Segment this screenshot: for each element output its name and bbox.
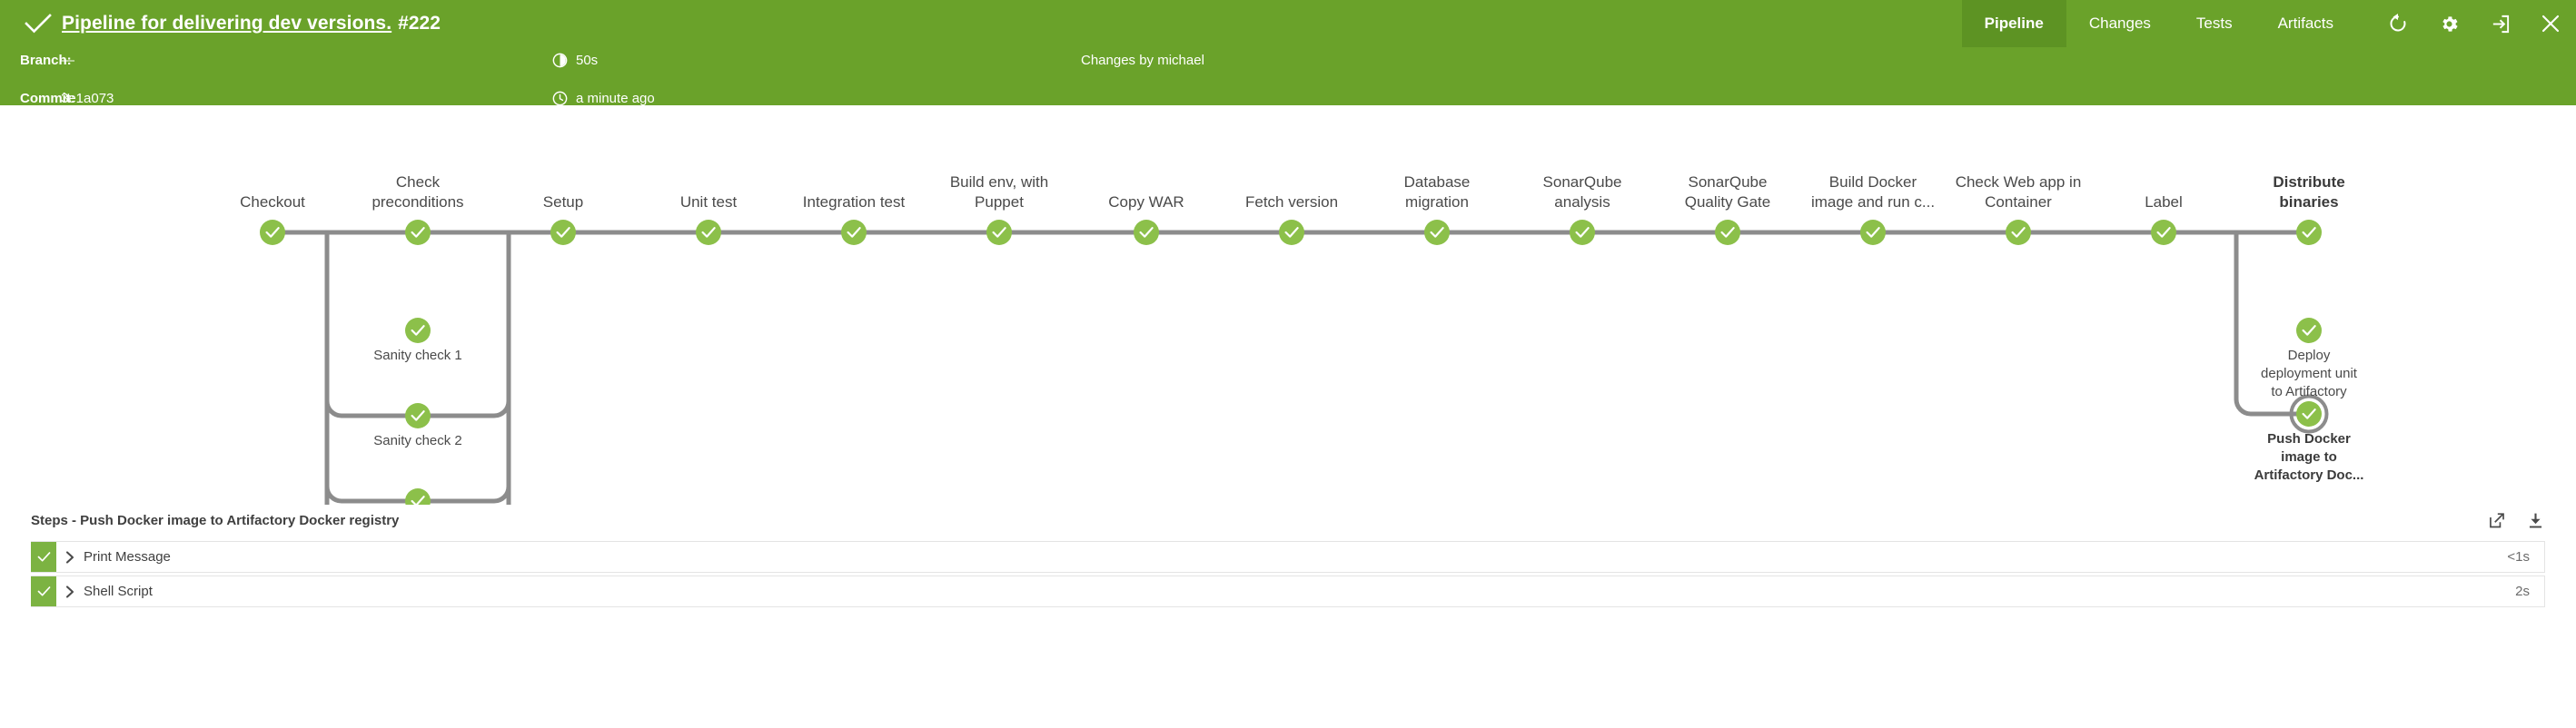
step-expand-chevron-icon[interactable] <box>56 542 84 572</box>
stage-label-3[interactable]: Unit test <box>679 193 738 211</box>
step-row[interactable]: Print Message <1s <box>31 541 2545 573</box>
close-icon[interactable] <box>2525 0 2576 47</box>
pipeline-node-branch-5[interactable] <box>2289 394 2329 434</box>
pipeline-node-stage-10[interactable] <box>1715 220 1740 245</box>
steps-header: Steps - Push Docker image to Artifactory… <box>31 505 2545 536</box>
meta-row-commit: Commit: 3e1a073 a minute ago <box>0 87 2576 109</box>
pipeline-node-stage-4[interactable] <box>841 220 867 245</box>
stage-label-14[interactable]: Distribute binaries <box>2273 173 2345 212</box>
clock-icon <box>552 91 568 106</box>
pipeline-node-branch-4[interactable] <box>2296 318 2322 343</box>
stage-label-5[interactable]: Build env, with Puppet <box>949 173 1049 212</box>
pipeline-node-stage-0[interactable] <box>260 220 285 245</box>
stage-label-2[interactable]: Setup <box>542 193 584 211</box>
step-duration: 2s <box>2515 584 2530 599</box>
pipeline-node-stage-12[interactable] <box>2006 220 2031 245</box>
pipeline-node-stage-11[interactable] <box>1860 220 1886 245</box>
run-status-check-icon <box>20 5 56 42</box>
run-title-link[interactable]: Pipeline for delivering dev versions. <box>62 13 392 34</box>
stage-label-8[interactable]: Database migration <box>1403 173 1471 212</box>
logout-icon[interactable] <box>2474 0 2525 47</box>
tab-pipeline[interactable]: Pipeline <box>1961 0 2066 47</box>
steps-actions <box>2487 511 2545 530</box>
stage-label-7[interactable]: Fetch version <box>1244 193 1339 211</box>
run-nav: Pipeline Changes Tests Artifacts <box>1961 0 2576 47</box>
pipeline-node-stage-14[interactable] <box>2296 220 2322 245</box>
step-row[interactable]: Shell Script 2s <box>31 576 2545 607</box>
replay-icon[interactable] <box>2373 0 2423 47</box>
download-logs-icon[interactable] <box>2526 511 2545 530</box>
steps-title: Steps - Push Docker image to Artifactory… <box>31 512 400 528</box>
stage-label-6[interactable]: Copy WAR <box>1108 193 1184 211</box>
pipeline-node-stage-7[interactable] <box>1279 220 1304 245</box>
changes-by: Changes by michael <box>1081 52 1204 68</box>
tab-tests[interactable]: Tests <box>2195 15 2233 32</box>
step-duration: <1s <box>2507 549 2530 565</box>
run-title-wrap: Pipeline for delivering dev versions. #2… <box>62 13 441 34</box>
pipeline-node-stage-3[interactable] <box>696 220 721 245</box>
steps-section: Steps - Push Docker image to Artifactory… <box>0 505 2576 607</box>
stage-label-0[interactable]: Checkout <box>240 193 305 211</box>
stage-label-12[interactable]: Check Web app in Container <box>1955 173 2082 212</box>
stage-label-10[interactable]: SonarQube Quality Gate <box>1684 173 1771 212</box>
run-id: #222 <box>398 13 441 34</box>
stage-label-9[interactable]: SonarQube analysis <box>1542 173 1622 212</box>
pipeline-node-branch-1[interactable] <box>405 403 431 428</box>
duration-icon <box>552 53 568 68</box>
branch-label-0[interactable]: Sanity check 1 <box>373 348 462 363</box>
pipeline-node-stage-13[interactable] <box>2151 220 2176 245</box>
duration-value: 50s <box>576 52 599 68</box>
stage-label-13[interactable]: Label <box>2145 193 2183 211</box>
time-value: a minute ago <box>576 90 655 106</box>
branch-label-4[interactable]: Deploy deployment unit to Artifactory <box>2261 348 2357 399</box>
commit-label: Commit: <box>20 90 75 106</box>
step-name: Shell Script <box>84 584 153 599</box>
meta-row-branch: Branch: — 50s Changes by michael <box>0 49 2576 71</box>
commit-value[interactable]: 3e1a073 <box>61 90 114 106</box>
branch-label: Branch: <box>20 52 72 68</box>
open-in-new-window-icon[interactable] <box>2487 511 2506 530</box>
pipeline-graph-svg <box>260 220 2329 505</box>
run-header-top: Pipeline for delivering dev versions. #2… <box>0 0 2576 47</box>
step-status-check-icon <box>31 576 56 606</box>
branch-label-5[interactable]: Push Docker image to Artifactory Doc... <box>2254 431 2364 483</box>
step-name: Print Message <box>84 549 171 565</box>
branch-value: — <box>61 52 74 68</box>
step-status-check-icon <box>31 542 56 572</box>
run-meta: Branch: — 50s Changes by michael Commit:… <box>0 49 2576 106</box>
stage-label-4[interactable]: Integration test <box>802 193 906 211</box>
pipeline-node-stage-6[interactable] <box>1134 220 1159 245</box>
stage-label-1[interactable]: Check preconditions <box>372 173 464 212</box>
pipeline-node-stage-9[interactable] <box>1570 220 1595 245</box>
tab-artifacts[interactable]: Artifacts <box>2277 15 2333 32</box>
stage-label-11[interactable]: Build Docker image and run c... <box>1810 173 1936 212</box>
tab-changes[interactable]: Changes <box>2088 15 2151 32</box>
pipeline-node-stage-8[interactable] <box>1424 220 1450 245</box>
duration-meta: 50s <box>552 53 598 68</box>
gear-icon[interactable] <box>2423 0 2474 47</box>
pipeline-node-stage-5[interactable] <box>986 220 1012 245</box>
branch-label-1[interactable]: Sanity check 2 <box>373 433 462 448</box>
run-header: Pipeline for delivering dev versions. #2… <box>0 0 2576 106</box>
time-meta: a minute ago <box>552 91 655 106</box>
step-expand-chevron-icon[interactable] <box>56 576 84 606</box>
pipeline-node-stage-2[interactable] <box>550 220 576 245</box>
pipeline-node-branch-2[interactable] <box>405 488 431 505</box>
pipeline-node-stage-1[interactable] <box>405 220 431 245</box>
pipeline-node-branch-0[interactable] <box>405 318 431 343</box>
